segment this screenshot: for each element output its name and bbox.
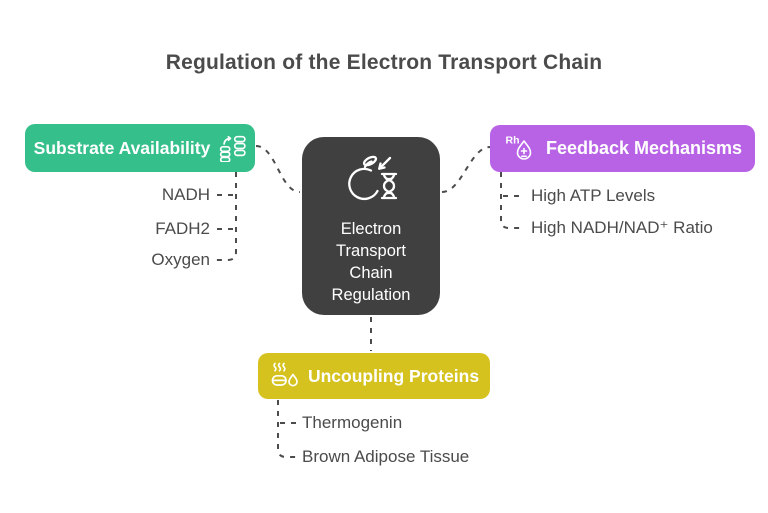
uncoupling-item-thermogenin: Thermogenin xyxy=(302,413,403,432)
feedback-mechanisms-label: Feedback Mechanisms xyxy=(545,138,743,158)
node-center-etc-regulation: Electron Transport Chain Regulation xyxy=(302,137,440,315)
feedback-item-high-atp: High ATP Levels xyxy=(531,186,656,205)
steam-heat-icon xyxy=(269,361,299,391)
apple-dna-icon xyxy=(343,150,399,211)
rh-blood-drop-icon: Rh xyxy=(503,132,537,166)
connector-feedback-items-spine xyxy=(500,172,523,229)
connector-center-to-feedback xyxy=(441,146,491,193)
node-substrate-availability: Substrate Availability xyxy=(25,124,255,172)
center-label-line2: Transport xyxy=(335,242,406,260)
center-label-line4: Regulation xyxy=(331,286,411,304)
connector-substrate-items-spine xyxy=(216,172,237,261)
center-label-line3: Chain xyxy=(349,264,393,282)
connector-uncoupling-items-spine xyxy=(277,400,297,458)
substrate-item-nadh: NADH xyxy=(161,185,210,204)
database-transfer-icon xyxy=(219,135,247,162)
connector-substrate-to-center xyxy=(255,145,301,193)
node-feedback-mechanisms: Rh Feedback Mechanisms xyxy=(490,125,755,172)
feedback-item-nadh-nad-ratio: High NADH/NAD⁺ Ratio xyxy=(531,218,713,237)
center-label-line1: Electron xyxy=(340,220,402,238)
substrate-availability-label: Substrate Availability xyxy=(33,137,211,158)
substrate-item-fadh2: FADH2 xyxy=(155,219,210,238)
node-uncoupling-proteins: Uncoupling Proteins xyxy=(258,353,490,399)
uncoupling-item-brown-adipose: Brown Adipose Tissue xyxy=(302,447,470,466)
uncoupling-proteins-label: Uncoupling Proteins xyxy=(307,365,480,386)
center-label: Electron Transport Chain Regulation xyxy=(332,218,411,306)
diagram-title: Regulation of the Electron Transport Cha… xyxy=(165,51,603,74)
svg-text:Rh: Rh xyxy=(505,134,519,146)
substrate-item-oxygen: Oxygen xyxy=(151,250,210,269)
